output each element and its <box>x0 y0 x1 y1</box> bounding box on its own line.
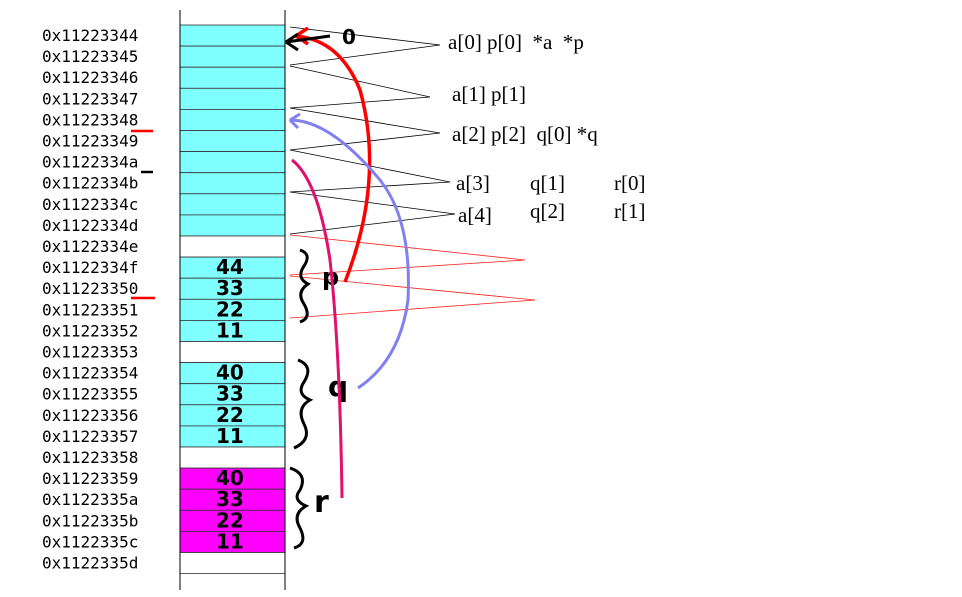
address-label: 0x11223347 <box>42 89 138 108</box>
handwritten-value: 33 <box>216 276 244 300</box>
address-label: 0x11223354 <box>42 364 138 383</box>
address-labels: 0x11223344 0x11223345 0x11223346 0x11223347… <box>42 26 138 573</box>
memory-cell <box>179 172 286 195</box>
memory-cell <box>179 446 286 469</box>
memory-cell <box>179 66 286 89</box>
address-label: 0x1122334c <box>42 195 138 214</box>
address-label: 0x11223358 <box>42 448 138 467</box>
memory-cell <box>179 87 286 110</box>
address-label: 0x11223351 <box>42 300 138 319</box>
blue-arrowhead <box>288 112 301 130</box>
memory-cell <box>179 552 286 575</box>
memory-cell <box>179 193 286 216</box>
handwritten-value: 33 <box>216 487 244 511</box>
label-row2: a[2] p[2] q[0] *q <box>452 122 598 146</box>
label-row3-q: q[1] <box>530 171 565 195</box>
handwritten-value: 40 <box>216 466 244 490</box>
handwritten-value: 22 <box>216 403 244 427</box>
address-label: 0x11223356 <box>42 406 138 425</box>
memory-cell <box>179 214 286 237</box>
address-label: 0x11223359 <box>42 469 138 488</box>
pink-arrow <box>291 158 344 499</box>
address-label: 0x11223349 <box>42 132 138 151</box>
memory-cell <box>179 130 286 153</box>
address-label: 0x1122334f <box>42 258 138 277</box>
address-label: 0x1122335d <box>42 554 138 573</box>
brace-p <box>299 248 311 324</box>
address-label: 0x11223352 <box>42 321 138 340</box>
handwritten-value: 22 <box>216 297 244 321</box>
black-arrow-top <box>285 32 331 52</box>
address-label: 0x11223353 <box>42 343 138 362</box>
label-row4-q: q[2] <box>530 199 565 223</box>
label-row0: a[0] p[0] *a *p <box>448 30 584 54</box>
address-label: 0x11223350 <box>42 279 138 298</box>
memory-cell <box>179 24 286 47</box>
address-label: 0x11223355 <box>42 385 138 404</box>
label-row3-r: r[0] <box>614 171 645 195</box>
handwritten-value: 11 <box>216 424 244 448</box>
handwritten-value: 11 <box>216 529 244 553</box>
label-row4-a: a[4] <box>458 203 492 227</box>
address-label: 0x1122335c <box>42 532 138 551</box>
address-label: 0x1122335a <box>42 490 138 509</box>
handwritten-r-label: r <box>314 485 329 520</box>
handwritten-value: 11 <box>216 318 244 342</box>
memory-cell <box>179 109 286 131</box>
label-row3-a: a[3] <box>456 171 490 195</box>
label-row4-r: r[1] <box>614 199 645 223</box>
label-row1: a[1] p[1] <box>452 82 526 106</box>
handwritten-top-value: 0 <box>342 25 356 49</box>
memory-cell <box>179 235 286 258</box>
address-label: 0x1122335b <box>42 511 138 530</box>
address-label: 0x11223344 <box>42 26 138 45</box>
handwritten-value: 40 <box>216 361 244 385</box>
address-label: 0x11223346 <box>42 68 138 87</box>
memory-cell <box>179 341 286 364</box>
brace-q <box>293 358 314 450</box>
handwritten-value: 33 <box>216 382 244 406</box>
address-label: 0x1122334d <box>42 216 138 235</box>
handwritten-value: 22 <box>216 508 244 532</box>
address-label: 0x1122334a <box>42 153 138 172</box>
brace-r <box>289 466 310 550</box>
memory-cell <box>179 151 286 174</box>
address-label: 0x1122334b <box>42 174 138 193</box>
memory-cell <box>179 45 286 68</box>
address-label: 0x11223345 <box>42 47 138 66</box>
handwritten-value: 44 <box>216 255 244 279</box>
pointer-lines <box>289 26 456 235</box>
address-label: 0x11223357 <box>42 427 138 446</box>
address-label: 0x1122334e <box>42 237 138 256</box>
address-label: 0x11223348 <box>42 110 138 129</box>
red-arrow <box>295 34 372 283</box>
blue-arrow <box>289 118 410 390</box>
